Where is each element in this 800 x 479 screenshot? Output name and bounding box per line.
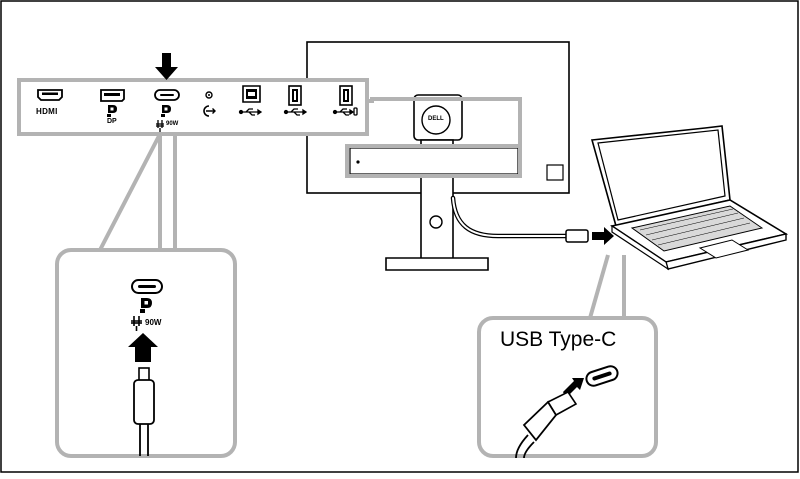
usb-type-c-label: USB Type-C <box>500 328 617 351</box>
arrow-up-icon <box>128 333 158 362</box>
dell-logo-text: DELL <box>428 116 444 122</box>
usb-symbol-icon <box>283 108 308 116</box>
usb-type-c-callout <box>477 316 658 458</box>
usb-symbol-icon <box>332 107 358 116</box>
displayport-icon <box>100 89 125 117</box>
power-plug-icon <box>131 316 142 331</box>
dp-label: DP <box>107 118 117 125</box>
power-90w-label: 90W <box>166 121 179 127</box>
laptop-icon <box>590 125 789 271</box>
usb-symbol-icon <box>238 108 263 116</box>
monitor-rear <box>306 41 614 271</box>
audio-out-icon <box>203 91 216 117</box>
hdmi-port-icon <box>37 89 63 101</box>
callout-connector <box>588 254 626 319</box>
power-90w-label-large: 90W <box>145 318 162 327</box>
displayport-icon <box>140 298 152 313</box>
hdmi-label: HDMI <box>36 107 58 116</box>
usb-b-port-icon <box>242 85 261 103</box>
cable-icon <box>515 390 578 459</box>
usb-a-port-icon <box>339 85 353 106</box>
usb-c-port-icon <box>585 365 619 387</box>
usb-c-port-icon <box>154 89 180 132</box>
arrow-down-icon <box>155 53 178 80</box>
dell-logo-icon <box>421 105 451 135</box>
callout-connector <box>367 97 522 146</box>
cable-icon <box>133 367 155 456</box>
usb-a-port-icon <box>288 85 302 106</box>
port-highlight-frame <box>345 144 522 178</box>
port-panel <box>17 78 369 136</box>
power-plug-icon <box>156 120 164 132</box>
arrow-right-icon <box>592 227 614 245</box>
usb-c-port-icon <box>131 279 163 294</box>
